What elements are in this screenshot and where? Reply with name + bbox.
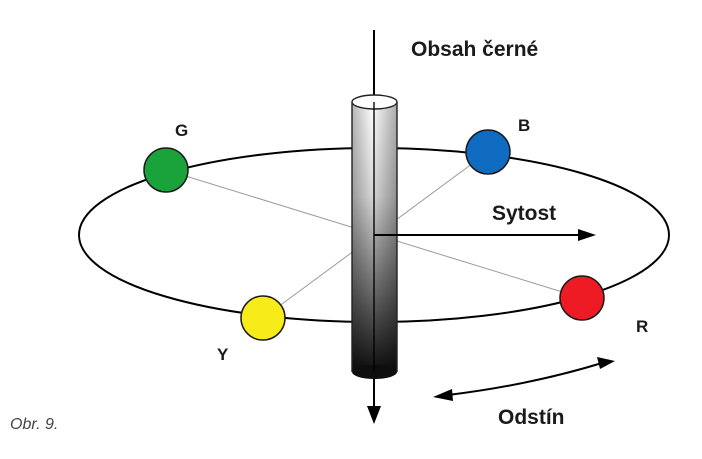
hue-arrow [447, 362, 603, 396]
color-ball-r [559, 275, 605, 321]
color-ball-g [143, 147, 189, 193]
hue-label: Odstín [498, 406, 565, 429]
saturation-label: Sytost [492, 202, 556, 225]
label-r: R [636, 317, 648, 336]
figure-caption: Obr. 9. [10, 416, 59, 433]
label-g: G [175, 121, 188, 140]
hue-arrowhead-right [597, 357, 615, 369]
hue-arrowhead-left [433, 389, 453, 401]
label-y: Y [217, 345, 229, 364]
color-ball-y [240, 295, 286, 341]
label-b: B [518, 116, 530, 135]
saturation-arrowhead [578, 229, 596, 241]
black-axis-arrowhead [367, 406, 381, 424]
black-content-label: Obsah černé [411, 38, 538, 61]
color-ball-b [465, 129, 511, 175]
